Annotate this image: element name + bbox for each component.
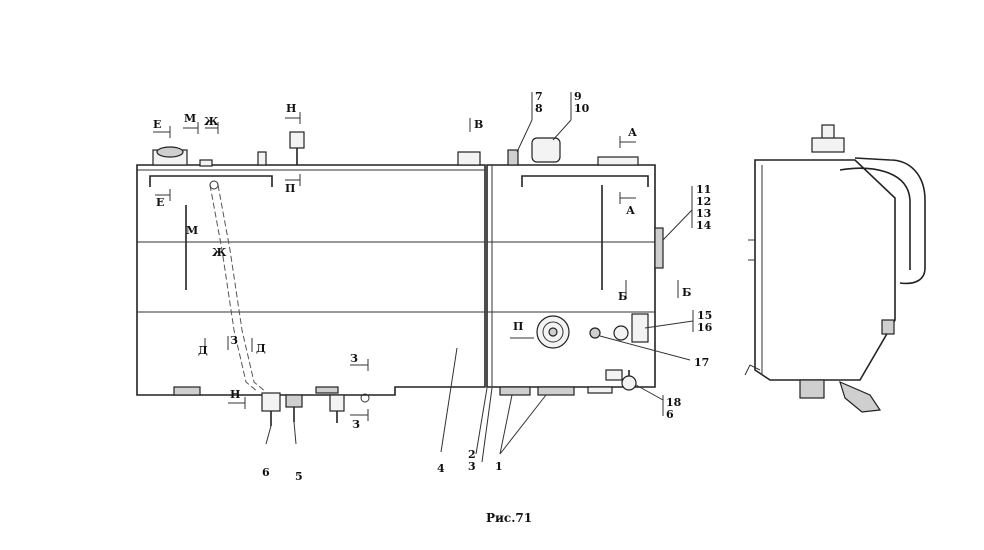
section-D-left: Д — [198, 344, 208, 357]
section-Z-upper: З — [350, 352, 358, 365]
callout-18: 18 — [666, 396, 682, 409]
callout-2: 2 — [468, 448, 476, 461]
section-P-top: П — [285, 182, 295, 195]
section-Z-mid: З — [230, 334, 238, 347]
callout-11: 11 — [696, 183, 711, 196]
callout-9: 9 — [574, 90, 582, 103]
callout-4: 4 — [437, 462, 445, 475]
section-Z-lower: З — [352, 418, 360, 431]
callout-16: 16 — [697, 321, 713, 334]
section-E-mid: Е — [156, 196, 164, 209]
callout-5: 5 — [295, 470, 303, 483]
section-B-right: Б — [682, 286, 691, 299]
section-arrows — [153, 112, 679, 421]
leader-lines — [265, 92, 694, 463]
section-ZH-top: Ж — [204, 115, 219, 128]
left-tank — [136, 131, 486, 426]
callout-13: 13 — [696, 207, 711, 220]
figure-caption: Рис.71 — [486, 511, 532, 525]
callout-7: 7 — [535, 90, 543, 103]
callout-10: 10 — [574, 102, 590, 115]
callout-6-right: 6 — [666, 408, 674, 421]
section-M-mid: М — [186, 224, 198, 237]
callout-8: 8 — [535, 102, 543, 115]
section-P-front: П — [513, 320, 523, 333]
callout-14: 14 — [696, 219, 712, 232]
callout-1: 1 — [495, 460, 503, 473]
section-N-top: Н — [286, 102, 296, 115]
callout-12: 12 — [696, 195, 711, 208]
section-B-left: Б — [618, 290, 627, 303]
section-letters: Е М Ж Н П В А Е М Ж А Б Б Д З Д З З П Н — [153, 102, 691, 431]
callout-15: 15 — [697, 309, 712, 322]
callout-17: 17 — [694, 356, 709, 369]
side-view — [744, 124, 926, 413]
section-M-top: М — [184, 112, 196, 125]
callout-6: 6 — [262, 466, 270, 479]
section-D-right: Д — [256, 342, 266, 355]
section-A-mid: А — [626, 204, 635, 217]
section-N-bottom: Н — [230, 388, 240, 401]
callout-labels: 1 2 3 4 5 6 7 8 9 10 11 12 13 14 15 16 1… — [262, 90, 713, 483]
section-V-top: В — [474, 118, 483, 131]
section-ZH-mid: Ж — [212, 246, 227, 259]
callout-3: 3 — [468, 460, 476, 473]
right-tank — [486, 137, 664, 396]
section-E-top: Е — [153, 118, 161, 131]
section-A-top: А — [628, 126, 637, 139]
